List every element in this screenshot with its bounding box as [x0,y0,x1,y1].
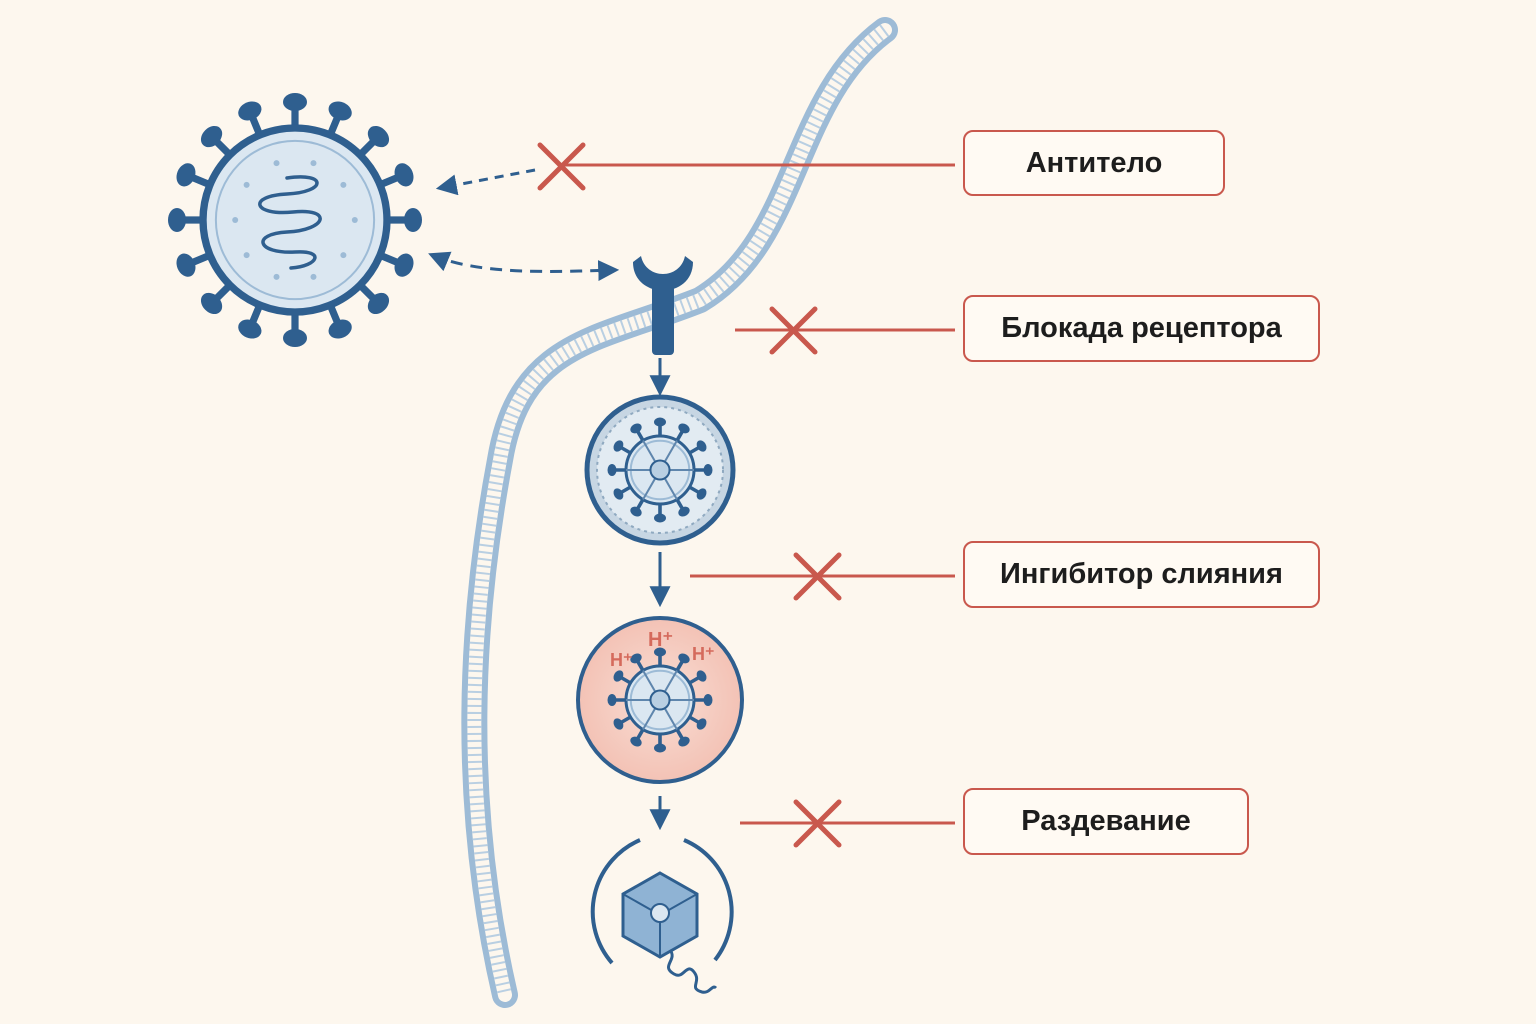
fusion-inhibitor-label: Ингибитор слияния [963,541,1320,608]
block-x-icon [793,552,842,601]
proton-label: H⁺ [692,644,715,664]
proton-label: H⁺ [610,650,633,670]
uncoated-capsid [590,838,734,994]
block-x-icon [793,799,842,848]
antibody-label: Антитело [963,130,1225,196]
block-x-icon [537,142,586,191]
acidified-endosome: H⁺ H⁺ H⁺ [576,616,744,784]
cell-receptor [633,256,693,355]
receptor-block-label: Блокада рецептора [963,295,1320,362]
proton-label: H⁺ [648,629,673,651]
uncoating-label: Раздевание [963,788,1249,855]
inhibitor-marks [537,142,955,848]
cell-membrane [461,17,898,1008]
viral-genome [667,949,718,994]
endocytic-vesicle [584,394,736,546]
virus-particle [168,93,422,347]
block-x-icon [769,306,818,355]
virus-approach-arrows [428,168,620,282]
